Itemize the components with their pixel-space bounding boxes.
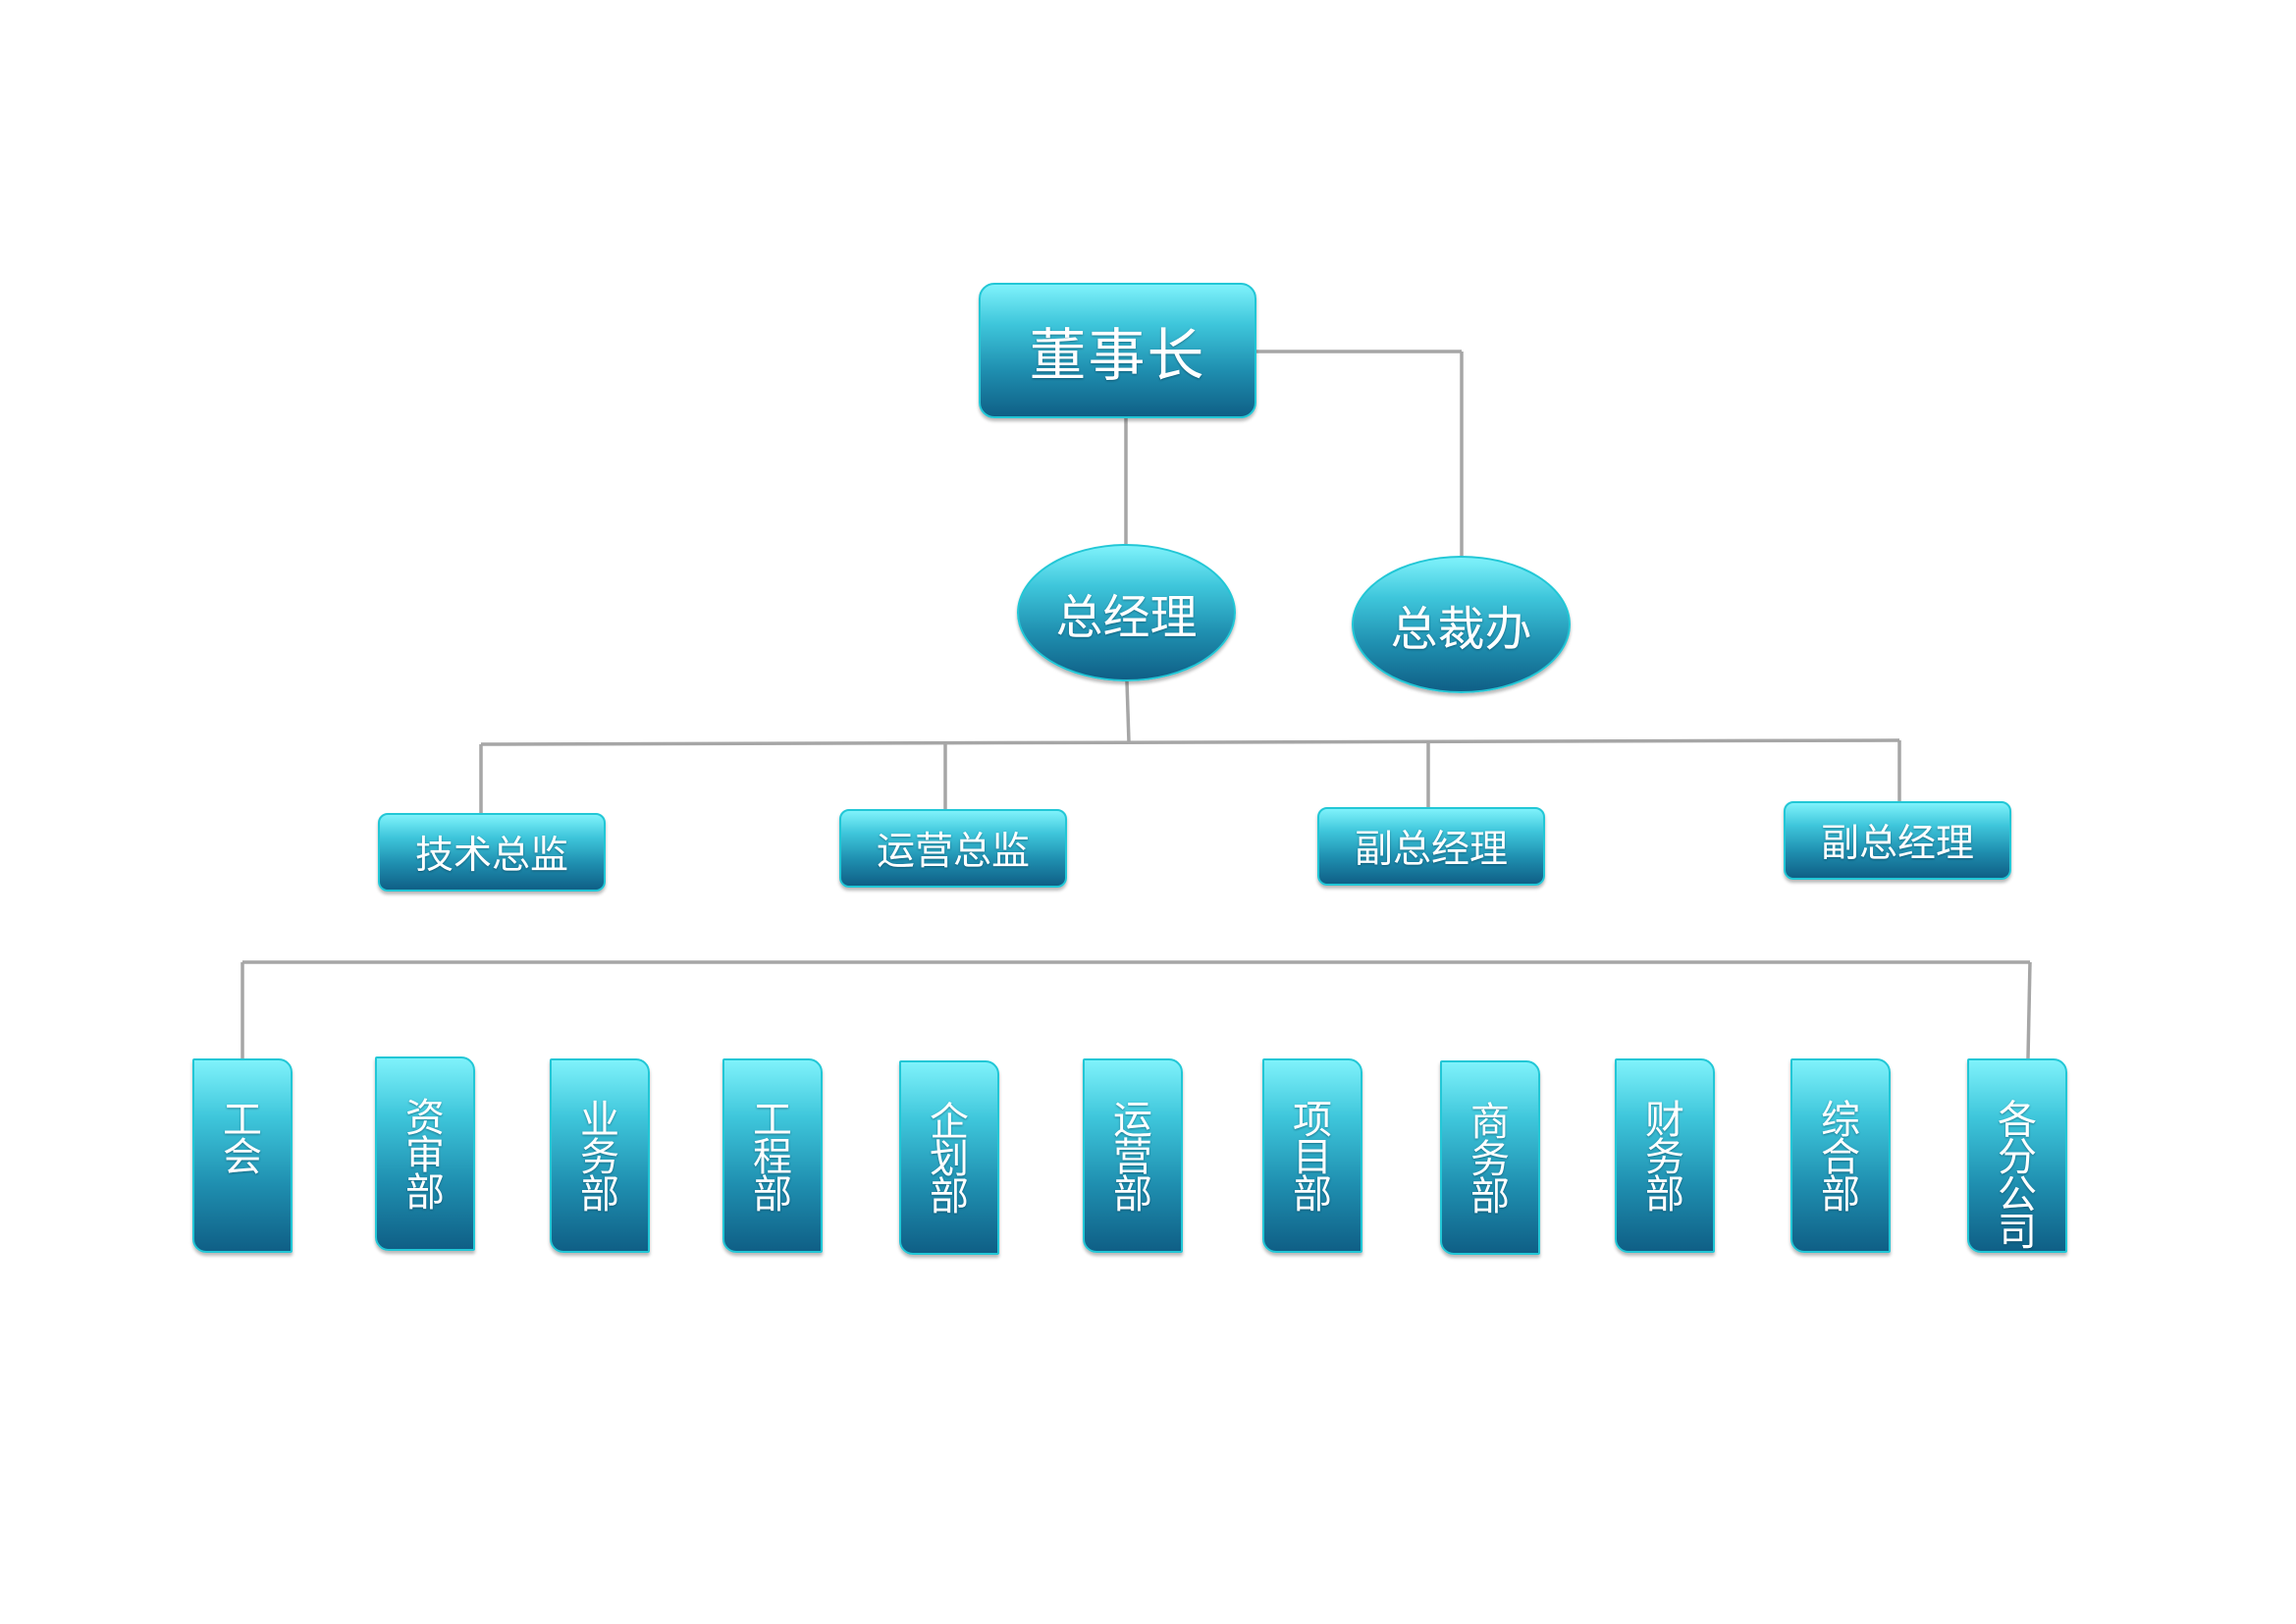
node-president-office: 总裁办 — [1352, 556, 1571, 693]
node-dept-audit: 资审部 — [375, 1056, 475, 1251]
node-dept-union: 工会 — [192, 1058, 293, 1253]
node-dept-label: 企划部 — [930, 1100, 969, 1219]
connector-gm-drop — [1125, 680, 1131, 743]
node-chairman-label: 董事长 — [1029, 322, 1206, 389]
node-deputy-gm-1-label: 副总经理 — [1354, 828, 1508, 872]
node-dept-label: 商务部 — [1470, 1100, 1510, 1219]
node-dept-label: 工会 — [223, 1098, 262, 1180]
node-president-office-label: 总裁办 — [1390, 602, 1532, 657]
node-operations-director-label: 运营总监 — [876, 830, 1030, 874]
node-dept-label: 资审部 — [405, 1096, 445, 1216]
node-dept-finance: 财务部 — [1615, 1058, 1715, 1253]
node-dept-general: 综合部 — [1790, 1058, 1891, 1253]
node-technical-director: 技术总监 — [378, 813, 606, 892]
node-dept-label: 业务部 — [580, 1098, 619, 1218]
node-deputy-gm-2: 副总经理 — [1784, 801, 2011, 880]
node-dept-commerce: 商务部 — [1440, 1060, 1540, 1255]
node-general-manager-label: 总经理 — [1055, 590, 1198, 645]
node-dept-label: 财务部 — [1645, 1098, 1684, 1218]
node-dept-projects: 项目部 — [1262, 1058, 1362, 1253]
node-dept-engineering: 工程部 — [722, 1058, 823, 1253]
node-dept-label: 工程部 — [753, 1098, 792, 1218]
node-dept-label: 项目部 — [1293, 1098, 1332, 1218]
node-dept-label: 各分公司 — [1998, 1098, 2037, 1255]
connector-dept-drop-right — [2026, 961, 2032, 1059]
node-technical-director-label: 技术总监 — [414, 834, 568, 878]
node-dept-business: 业务部 — [550, 1058, 650, 1253]
node-dept-label: 综合部 — [1821, 1098, 1860, 1218]
node-dept-branches: 各分公司 — [1967, 1058, 2067, 1253]
node-deputy-gm-1: 副总经理 — [1317, 807, 1545, 886]
node-chairman: 董事长 — [979, 283, 1256, 418]
node-deputy-gm-2-label: 副总经理 — [1820, 822, 1974, 866]
node-dept-planning: 企划部 — [899, 1060, 999, 1255]
connector-exec-bus — [480, 738, 1900, 746]
node-general-manager: 总经理 — [1017, 544, 1236, 681]
node-dept-operations: 运营部 — [1083, 1058, 1183, 1253]
node-dept-label: 运营部 — [1113, 1098, 1152, 1218]
node-operations-director: 运营总监 — [839, 809, 1067, 888]
